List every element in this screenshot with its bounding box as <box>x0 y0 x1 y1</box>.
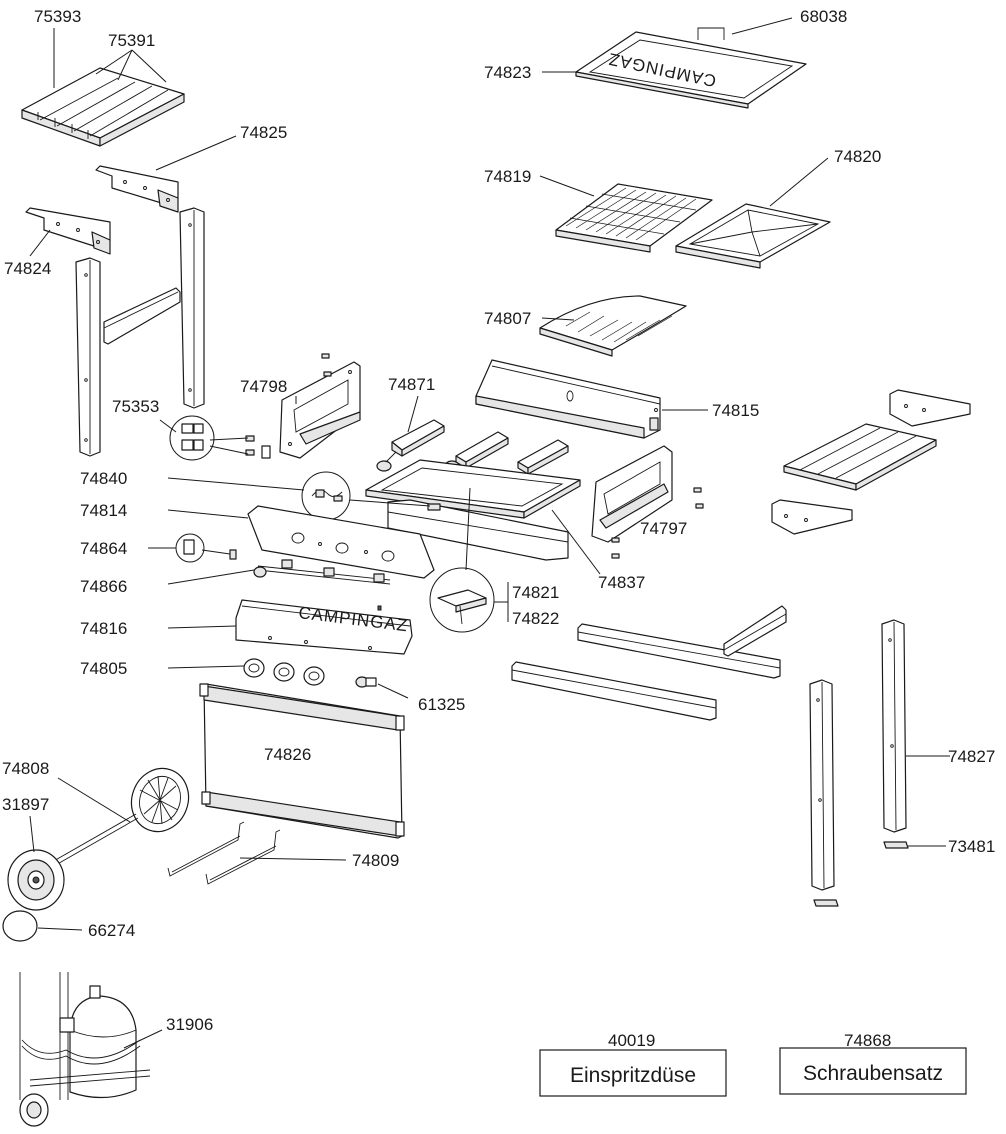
bracket-detail-bubble <box>429 567 495 633</box>
callout-74814: 74814 <box>80 501 127 520</box>
drip-tray <box>675 203 831 269</box>
shelf-bracket-front <box>25 207 111 255</box>
control-panel-front: CAMPINGAZ <box>235 599 413 655</box>
right-crossbar-upper <box>577 623 781 679</box>
burner-frame <box>365 459 581 519</box>
control-panel-back <box>247 505 435 579</box>
firebox-side-panel-left <box>261 353 361 459</box>
callout-74819: 74819 <box>484 167 531 186</box>
callout-74824: 74824 <box>4 259 51 278</box>
callout-74808: 74808 <box>2 759 49 778</box>
cabinet-panel <box>199 683 405 839</box>
callout-74840: 74840 <box>80 469 127 488</box>
screw-set-label: Schraubensatz <box>803 1062 943 1085</box>
left-crossbar <box>103 287 181 345</box>
callout-74826: 74826 <box>264 745 311 764</box>
callout-74816: 74816 <box>80 619 127 638</box>
cooking-grate <box>555 183 713 253</box>
callout-61325: 61325 <box>418 695 465 714</box>
axle-brackets <box>167 821 281 885</box>
right-crossbar-angled <box>723 605 787 657</box>
firebox-rear-panel <box>475 359 661 439</box>
right-leg-rear <box>881 619 907 833</box>
callout-68038: 68038 <box>800 7 847 26</box>
firebox-side-panel-right <box>591 445 704 559</box>
callout-73481: 73481 <box>948 837 995 856</box>
callout-74797: 74797 <box>640 519 687 538</box>
leader-lines <box>29 17 950 1049</box>
callout-74821: 74821 <box>512 583 559 602</box>
ignition-wire-bubble <box>301 471 351 521</box>
gas-valve-fitting <box>355 676 377 688</box>
gas-manifold <box>253 559 391 585</box>
callout-74815: 74815 <box>712 401 759 420</box>
igniter-bubble <box>175 533 237 563</box>
callout-66274: 66274 <box>88 921 135 940</box>
injector-label-box: Einspritzdüse <box>539 1049 727 1097</box>
callout-74822: 74822 <box>512 609 559 628</box>
flame-tamer <box>539 295 687 357</box>
screw-set-label-box: Schraubensatz <box>779 1047 967 1095</box>
burners <box>376 419 569 492</box>
callout-75391: 75391 <box>108 31 155 50</box>
callout-74809: 74809 <box>352 851 399 870</box>
rear-wheel <box>51 767 190 867</box>
callout-74871: 74871 <box>388 375 435 394</box>
right-leg-front <box>809 679 835 891</box>
callout-31906: 31906 <box>166 1015 213 1034</box>
hubcap <box>2 910 38 942</box>
side-shelf-right <box>771 389 971 535</box>
callout-75393: 75393 <box>34 7 81 26</box>
callout-74837: 74837 <box>598 573 645 592</box>
callout-74807: 74807 <box>484 309 531 328</box>
right-crossbar-lower <box>511 661 717 721</box>
callout-74820: 74820 <box>834 147 881 166</box>
shelf-bracket-rear <box>95 165 179 213</box>
callout-74827: 74827 <box>948 747 995 766</box>
callout-74798: 74798 <box>240 377 287 396</box>
callout-labels: 75393 75391 68038 74823 74825 74819 7482… <box>2 7 995 1050</box>
injector-label: Einspritzdüse <box>570 1064 696 1087</box>
gas-bottle-holder <box>19 972 151 1127</box>
callout-74866: 74866 <box>80 577 127 596</box>
front-wheel <box>7 849 65 911</box>
callout-75353: 75353 <box>112 397 159 416</box>
left-leg-front <box>75 257 101 457</box>
grill-lid: CAMPINGAZ <box>575 27 807 109</box>
callout-40019: 40019 <box>608 1031 655 1050</box>
callout-74864: 74864 <box>80 539 127 558</box>
left-leg-rear <box>179 207 205 409</box>
callout-31897: 31897 <box>2 795 49 814</box>
callout-74868: 74868 <box>844 1031 891 1050</box>
callout-74823: 74823 <box>484 63 531 82</box>
side-shelf-left <box>21 67 185 147</box>
leg-caps <box>813 841 909 907</box>
callout-74805: 74805 <box>80 659 127 678</box>
control-knobs <box>243 658 325 686</box>
callout-74825: 74825 <box>240 123 287 142</box>
